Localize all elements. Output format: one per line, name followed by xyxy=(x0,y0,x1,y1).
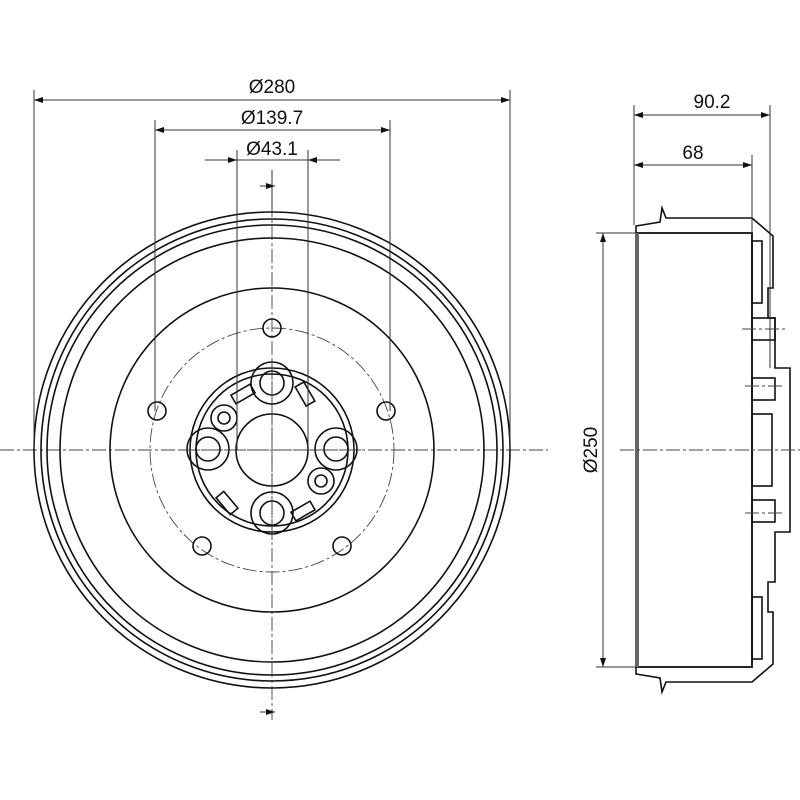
outer-diameter-label: Ø280 xyxy=(249,77,295,98)
bolt-circle-label: Ø139.7 xyxy=(241,108,303,129)
bolt-circle xyxy=(149,327,395,573)
braking-diameter-label: Ø250 xyxy=(581,427,602,473)
front-view xyxy=(0,180,548,720)
side-dimensions: 90.2 68 Ø250 xyxy=(581,92,771,668)
wheel-bolt-holes xyxy=(147,318,396,556)
hub-face xyxy=(109,287,435,613)
total-height-label: 90.2 xyxy=(694,92,731,113)
drum-section xyxy=(635,204,791,696)
side-view xyxy=(620,204,800,696)
front-dimensions: Ø280 Ø139.7 Ø43.1 xyxy=(33,77,511,715)
center-bore-label: Ø43.1 xyxy=(246,139,298,160)
inner-depth-label: 68 xyxy=(682,143,703,164)
